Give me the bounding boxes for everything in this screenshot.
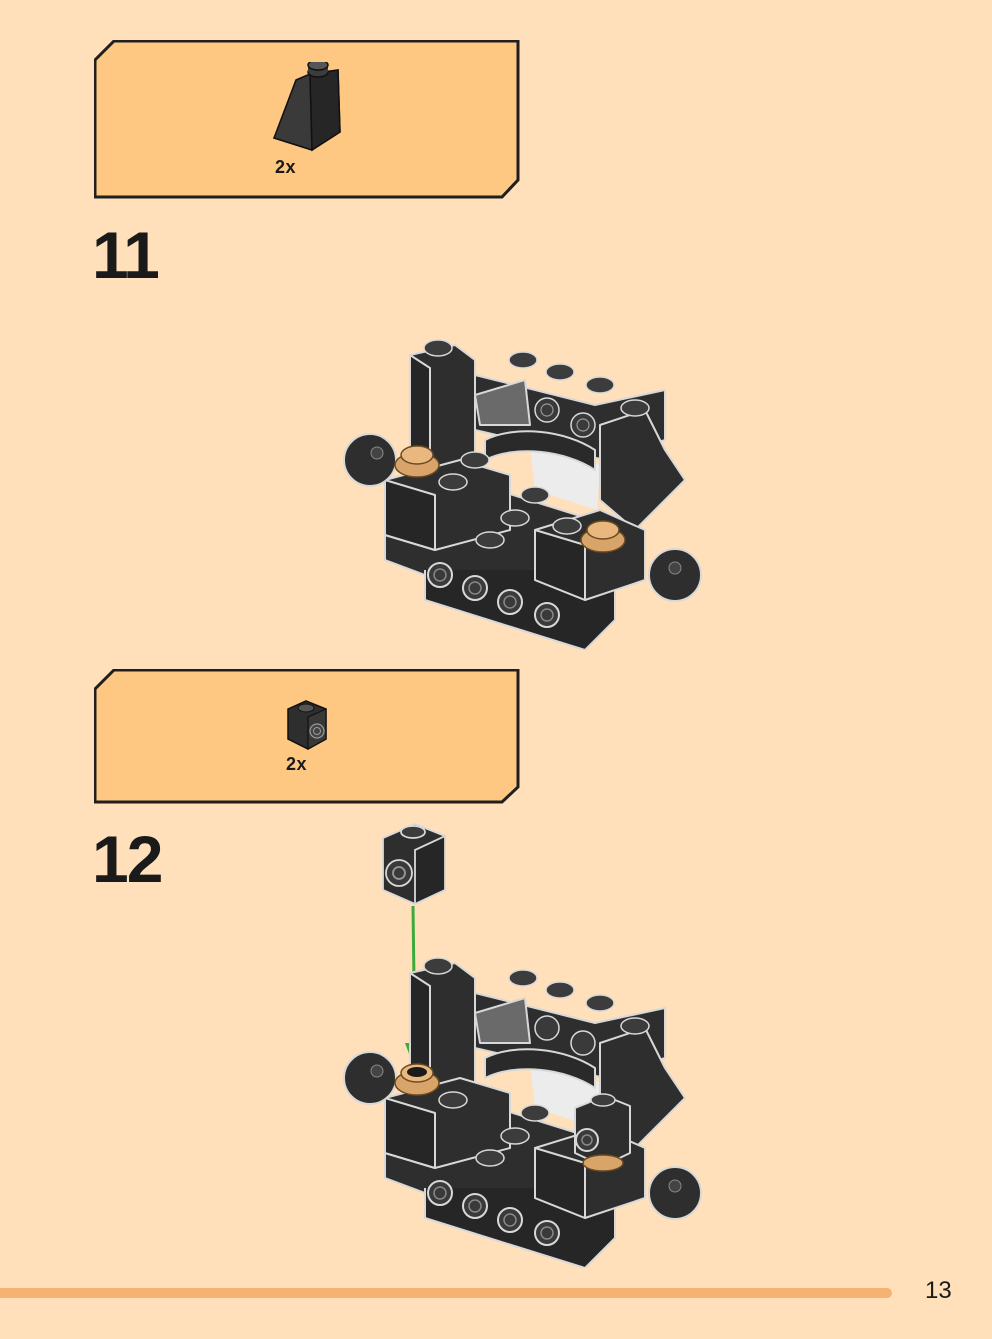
- step-12-number: 12: [92, 822, 163, 896]
- step-11-parts-callout: 2x: [94, 40, 520, 200]
- step-11-number: 11: [92, 218, 160, 292]
- slope-brick-icon: [272, 62, 341, 152]
- step-11-part-quantity: 2x: [275, 157, 297, 177]
- step-12-part-quantity: 2x: [286, 754, 308, 774]
- falling-brick-1x1: [382, 823, 446, 906]
- brick-1x1-stud-side-icon: [287, 700, 327, 751]
- step-12-build-model: [343, 823, 702, 1268]
- step-12-parts-callout: 2x: [94, 669, 520, 805]
- footer-accent-bar: [0, 1288, 892, 1298]
- page-number: 13: [925, 1277, 952, 1304]
- step-11-build-model: [343, 339, 702, 650]
